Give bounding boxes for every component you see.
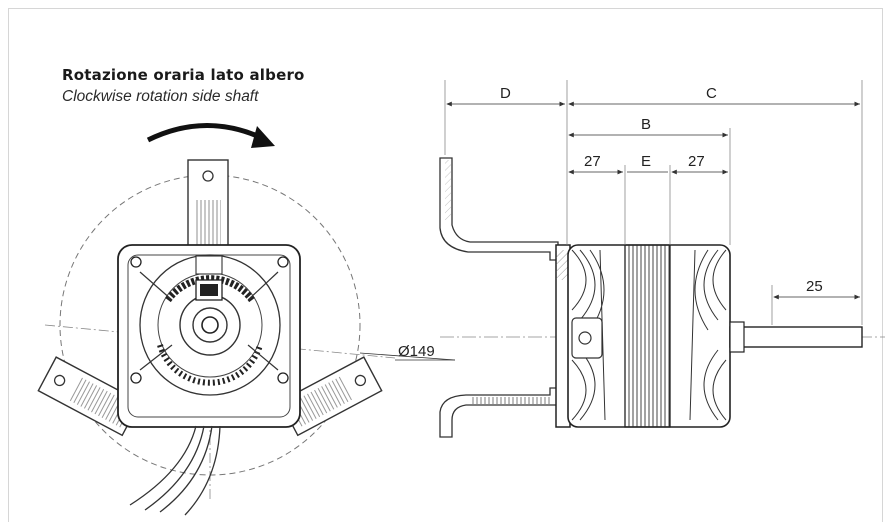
rotation-title-italian: Rotazione oraria lato albero [62, 66, 305, 84]
dim-diameter-label: Ø149 [398, 343, 435, 360]
side-view [439, 157, 885, 438]
dim-27-left-label: 27 [584, 153, 601, 170]
motor-shaft [729, 326, 863, 348]
dim-27-right-label: 27 [688, 153, 705, 170]
front-view [37, 123, 396, 516]
rotation-title-english: Clockwise rotation side shaft [62, 88, 259, 105]
dim-b-label: B [641, 116, 651, 133]
stator-core [624, 244, 671, 428]
dim-d-label: D [500, 85, 511, 102]
dim-25-label: 25 [806, 278, 823, 295]
diameter-dimension: Ø149 [359, 343, 456, 361]
drawing-frame [8, 8, 883, 522]
dim-c-label: C [706, 85, 717, 102]
motor-body-front [117, 244, 301, 428]
power-cables [129, 425, 197, 506]
shaft-center [201, 316, 219, 334]
dim-e-label: E [641, 153, 651, 170]
side-bracket-upper [439, 157, 559, 261]
dimension-lines: D C B 27 E 27 25 [444, 80, 863, 325]
clockwise-rotation-arrow-icon [146, 123, 264, 143]
side-bracket-lower [439, 387, 559, 438]
